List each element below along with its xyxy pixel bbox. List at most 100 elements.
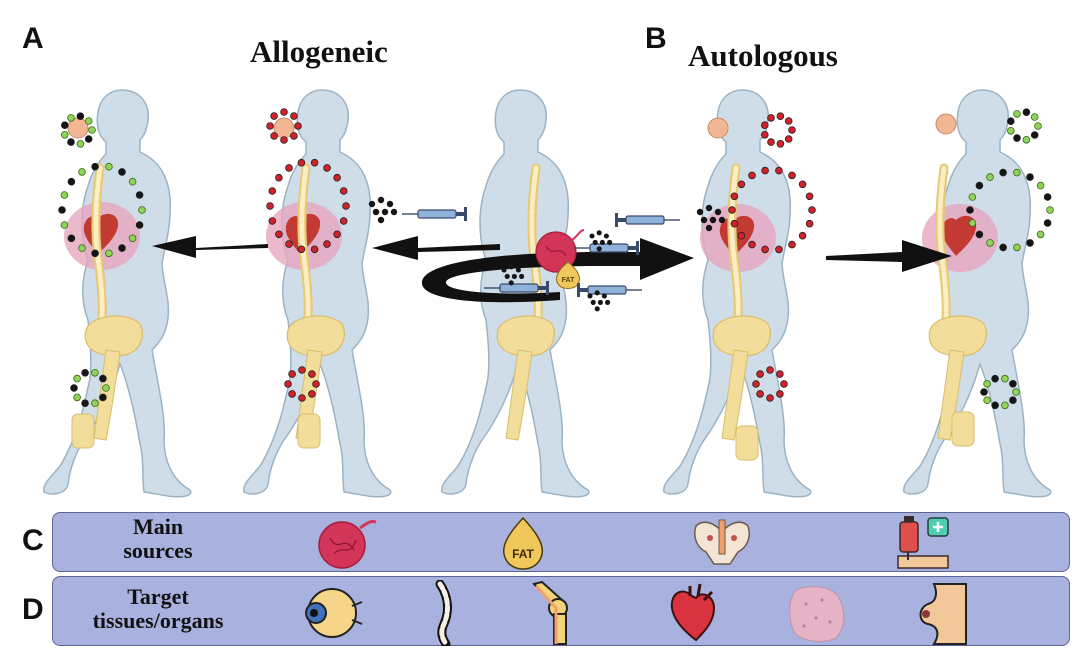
cell-dot	[285, 164, 293, 172]
knee-joint-icon	[532, 580, 568, 645]
cell-dot	[1034, 122, 1042, 130]
cell-dot	[81, 368, 89, 377]
cell-dot	[297, 245, 306, 254]
cell-dot	[999, 168, 1007, 177]
cell-dot	[67, 114, 75, 122]
cell-dot	[91, 368, 99, 377]
adipose-fat-label: FAT	[512, 547, 534, 561]
panel-letter-a: A	[22, 22, 44, 55]
cell-dot	[767, 138, 775, 146]
cell-dot	[290, 132, 298, 140]
heading-allogeneic: Allogeneic	[250, 34, 388, 69]
cell-dot	[776, 390, 784, 398]
cell-dot	[288, 370, 296, 378]
cell-dot	[1013, 243, 1021, 252]
human-figure-4	[662, 89, 812, 498]
cell-dot	[285, 240, 293, 248]
arrow-to-figure-2	[372, 236, 500, 260]
cell-dot	[748, 171, 756, 180]
arrow-to-figure-5	[826, 240, 952, 272]
adipose-fat-icon: FAT	[502, 516, 544, 570]
breast-icon	[919, 583, 967, 645]
cell-dot	[975, 181, 984, 190]
cell-dot	[70, 384, 78, 392]
syringe-allogeneic	[401, 206, 468, 222]
cell-dot	[99, 374, 107, 383]
cell-dot	[266, 122, 274, 130]
cell-dot	[737, 231, 746, 240]
targets-label-line1: Target	[127, 584, 189, 609]
cell-dot	[60, 221, 69, 229]
cell-dot	[775, 166, 783, 175]
cell-dot	[102, 384, 110, 392]
panel-letter-c: C	[22, 524, 44, 557]
cell-dot	[308, 390, 316, 398]
cell-dot	[1026, 239, 1034, 247]
cell-dot	[339, 217, 348, 225]
cell-dot	[297, 158, 306, 167]
cell-dot	[1009, 396, 1017, 405]
cell-dot	[1009, 379, 1017, 388]
stem-cell-figure: FAT	[42, 89, 1054, 498]
donor-fat-label: FAT	[562, 277, 575, 284]
cell-dot	[312, 380, 320, 388]
cell-dot	[76, 112, 85, 120]
sources-label-line2: sources	[123, 538, 193, 563]
cell-dot	[775, 245, 783, 254]
cell-dot	[84, 135, 93, 143]
cell-dot	[88, 126, 96, 134]
cell-dot	[280, 136, 288, 144]
cell-dot	[268, 187, 277, 195]
cell-dot	[298, 366, 306, 374]
cell-dot	[266, 202, 274, 210]
cell-dot	[728, 206, 736, 214]
cell-dot	[275, 230, 283, 239]
human-figure-1	[42, 89, 192, 498]
cell-dot	[788, 240, 796, 249]
cell-dot	[730, 219, 739, 228]
cell-dot	[1036, 181, 1045, 190]
cell-dot	[73, 374, 81, 383]
cell-dot	[78, 244, 86, 252]
blood-transfusion-icon	[897, 516, 949, 569]
cell-dot	[1013, 134, 1021, 142]
eye-icon	[305, 588, 363, 638]
cell-dot	[105, 249, 113, 258]
cell-dot	[1006, 117, 1015, 125]
cell-dot	[968, 219, 977, 227]
cell-dot	[294, 122, 302, 130]
cell-dot	[308, 370, 316, 378]
cell-dot	[761, 245, 769, 254]
cell-dot	[128, 234, 137, 243]
heart-icon	[670, 583, 716, 642]
donor-syringe-3	[576, 282, 643, 298]
cell-dot	[1030, 113, 1039, 121]
cell-dot	[67, 138, 75, 146]
cell-dot	[270, 112, 278, 120]
cell-dot	[342, 202, 350, 210]
cell-dot	[756, 390, 764, 398]
cell-dot	[1043, 219, 1052, 227]
cell-dot	[84, 117, 93, 125]
cell-dot	[986, 239, 994, 247]
cell-dot	[968, 193, 977, 201]
cell-dot	[766, 394, 774, 402]
cell-dot	[737, 180, 746, 189]
cell-dot	[135, 191, 144, 199]
cell-dot	[290, 112, 298, 120]
cell-dot	[275, 173, 283, 182]
cell-dot	[58, 206, 66, 214]
spine-icon	[435, 580, 452, 646]
cell-dot	[805, 219, 814, 228]
panel-letter-d: D	[22, 593, 44, 626]
cell-dot	[776, 370, 784, 378]
cell-dot	[280, 108, 288, 116]
cell-dot	[1012, 388, 1020, 396]
cell-dot	[805, 192, 814, 201]
cell-dot	[798, 231, 807, 240]
cell-dot	[760, 131, 769, 139]
panel-letter-b: B	[645, 22, 667, 55]
sources-label: Main sources	[58, 515, 258, 563]
heading-autologous: Autologous	[688, 38, 838, 73]
cell-dot	[1036, 230, 1045, 239]
